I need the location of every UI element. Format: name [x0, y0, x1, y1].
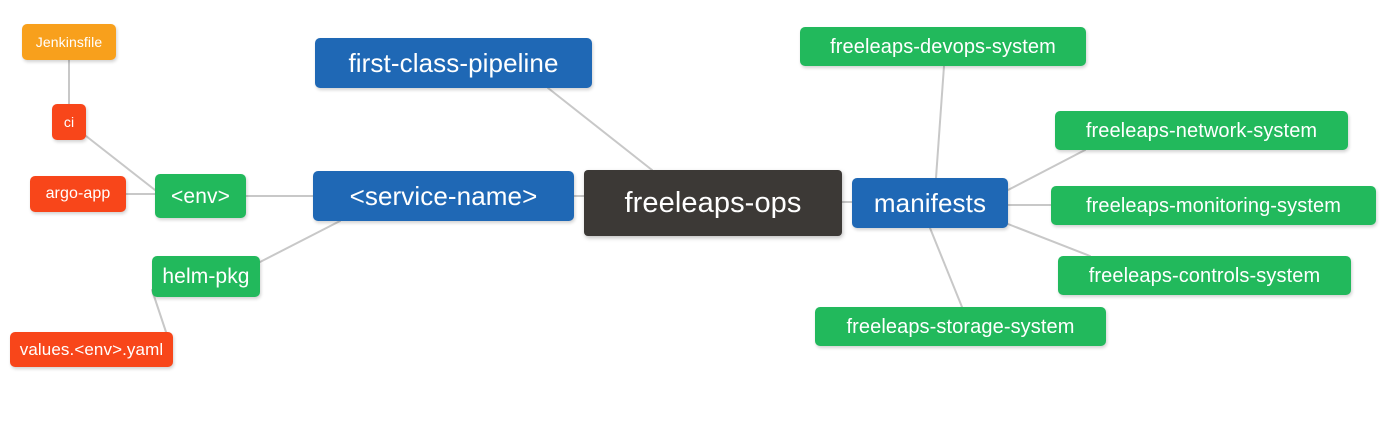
- node-label-freeleaps-controls-system: freeleaps-controls-system: [1088, 264, 1321, 287]
- node-jenkinsfile[interactable]: Jenkinsfile: [22, 24, 116, 60]
- node-label-jenkinsfile: Jenkinsfile: [35, 34, 103, 50]
- edge-manifests-to-freeleaps-network-system: [1007, 149, 1086, 191]
- edge-manifests-to-freeleaps-storage-system: [929, 227, 963, 308]
- node-label-env: <env>: [171, 184, 230, 208]
- node-label-freeleaps-storage-system: freeleaps-storage-system: [846, 315, 1075, 338]
- edge-helm-pkg-to-service-name: [259, 220, 341, 263]
- node-label-first-class-pipeline: first-class-pipeline: [348, 48, 559, 78]
- node-argo-app[interactable]: argo-app: [30, 176, 126, 212]
- edge-manifests-to-freeleaps-devops-system: [935, 65, 945, 179]
- edge-first-class-pipeline-to-freeleaps-ops: [547, 87, 653, 171]
- node-env[interactable]: <env>: [155, 174, 246, 218]
- node-label-service-name: <service-name>: [349, 181, 538, 211]
- node-freeleaps-ops[interactable]: freeleaps-ops: [584, 170, 842, 236]
- node-label-helm-pkg: helm-pkg: [162, 265, 250, 288]
- node-helm-pkg[interactable]: helm-pkg: [152, 256, 260, 297]
- node-label-freeleaps-ops: freeleaps-ops: [624, 186, 802, 219]
- node-service-name[interactable]: <service-name>: [313, 171, 574, 221]
- edge-manifests-to-freeleaps-controls-system: [1007, 223, 1091, 257]
- node-freeleaps-controls-system[interactable]: freeleaps-controls-system: [1058, 256, 1351, 295]
- node-label-freeleaps-devops-system: freeleaps-devops-system: [830, 35, 1056, 58]
- node-label-argo-app: argo-app: [45, 185, 111, 202]
- node-freeleaps-storage-system[interactable]: freeleaps-storage-system: [815, 307, 1106, 346]
- node-label-ci: ci: [63, 114, 75, 130]
- node-freeleaps-monitoring-system[interactable]: freeleaps-monitoring-system: [1051, 186, 1376, 225]
- node-first-class-pipeline[interactable]: first-class-pipeline: [315, 38, 592, 88]
- node-label-values-yaml: values.<env>.yaml: [19, 340, 164, 359]
- node-values-yaml[interactable]: values.<env>.yaml: [10, 332, 173, 367]
- node-freeleaps-devops-system[interactable]: freeleaps-devops-system: [800, 27, 1086, 66]
- node-manifests[interactable]: manifests: [852, 178, 1008, 228]
- edge-ci-to-env: [85, 135, 156, 191]
- node-label-freeleaps-monitoring-system: freeleaps-monitoring-system: [1085, 194, 1341, 217]
- node-label-manifests: manifests: [873, 188, 987, 218]
- node-ci[interactable]: ci: [52, 104, 86, 140]
- node-label-freeleaps-network-system: freeleaps-network-system: [1085, 119, 1318, 142]
- node-freeleaps-network-system[interactable]: freeleaps-network-system: [1055, 111, 1348, 150]
- edge-values-yaml-to-helm-pkg: [151, 289, 169, 339]
